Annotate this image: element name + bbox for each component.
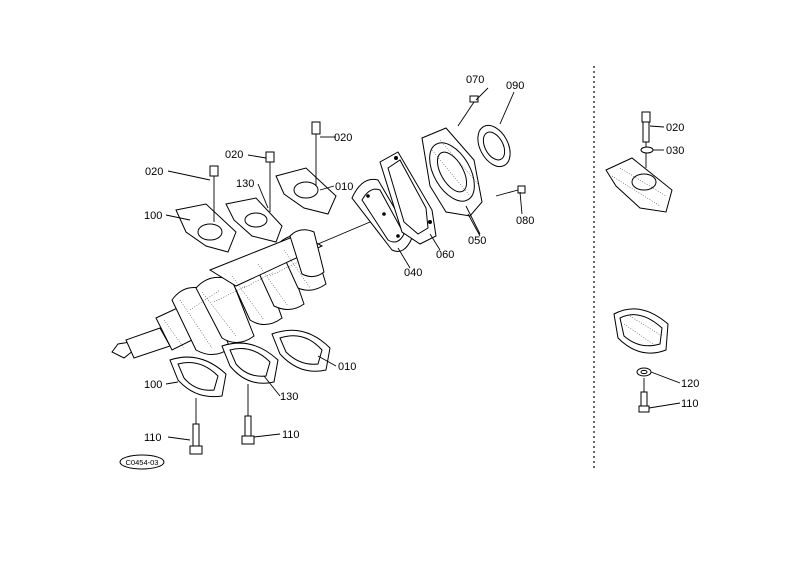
bolt-070 bbox=[457, 95, 479, 127]
callout-020-b: 020 bbox=[225, 149, 243, 161]
washer-120-right bbox=[636, 367, 652, 377]
bolt-110-right bbox=[638, 378, 650, 413]
bearing-half-010-lower bbox=[271, 329, 331, 372]
bolt-080 bbox=[495, 185, 526, 197]
bearing-case-010-upper bbox=[275, 121, 337, 215]
callout-110-b: 110 bbox=[282, 429, 300, 441]
bolt-020-right bbox=[641, 111, 651, 168]
bearing-half-130-lower bbox=[221, 342, 279, 384]
callout-080: 080 bbox=[516, 215, 534, 227]
callout-010-upper: 010 bbox=[335, 181, 353, 193]
callout-010-lower: 010 bbox=[338, 361, 356, 373]
bearing-case-right bbox=[605, 157, 673, 213]
bolt-110-b bbox=[241, 384, 255, 445]
callout-020-right: 020 bbox=[666, 122, 684, 134]
callout-040: 040 bbox=[404, 267, 422, 279]
callout-030-right: 030 bbox=[666, 145, 684, 157]
bolt-020-c bbox=[311, 121, 321, 135]
callout-110-right: 110 bbox=[681, 398, 699, 410]
bolt-020-b bbox=[265, 151, 275, 163]
callout-100-upper: 100 bbox=[144, 210, 162, 222]
leader-lines bbox=[165, 87, 681, 441]
bearing-case-100-upper bbox=[175, 165, 237, 253]
crankshaft bbox=[111, 221, 371, 359]
bolt-110-a bbox=[189, 398, 203, 455]
callout-060: 060 bbox=[436, 249, 454, 261]
callout-070: 070 bbox=[466, 74, 484, 86]
bearing-case-130-upper bbox=[225, 151, 283, 243]
callout-110-a: 110 bbox=[144, 432, 162, 444]
callout-130-lower: 130 bbox=[280, 391, 298, 403]
callout-090: 090 bbox=[506, 80, 524, 92]
callout-020-c: 020 bbox=[334, 132, 352, 144]
washer-030-right bbox=[640, 146, 654, 154]
bolt-020-a bbox=[209, 165, 219, 177]
bearing-half-right bbox=[613, 308, 669, 354]
bearing-case-060 bbox=[379, 151, 437, 245]
callout-120-right: 120 bbox=[681, 378, 699, 390]
callout-100-lower: 100 bbox=[144, 379, 162, 391]
callout-130-upper: 130 bbox=[236, 178, 254, 190]
figure-code: C0454-03 bbox=[126, 458, 159, 467]
bearing-half-100-lower bbox=[169, 356, 227, 398]
oil-seal-090 bbox=[477, 124, 511, 168]
callout-020-a: 020 bbox=[145, 166, 163, 178]
figure-code-badge: C0454-03 bbox=[119, 454, 165, 470]
oil-seal-case-050 bbox=[421, 127, 483, 235]
callout-050: 050 bbox=[468, 235, 486, 247]
